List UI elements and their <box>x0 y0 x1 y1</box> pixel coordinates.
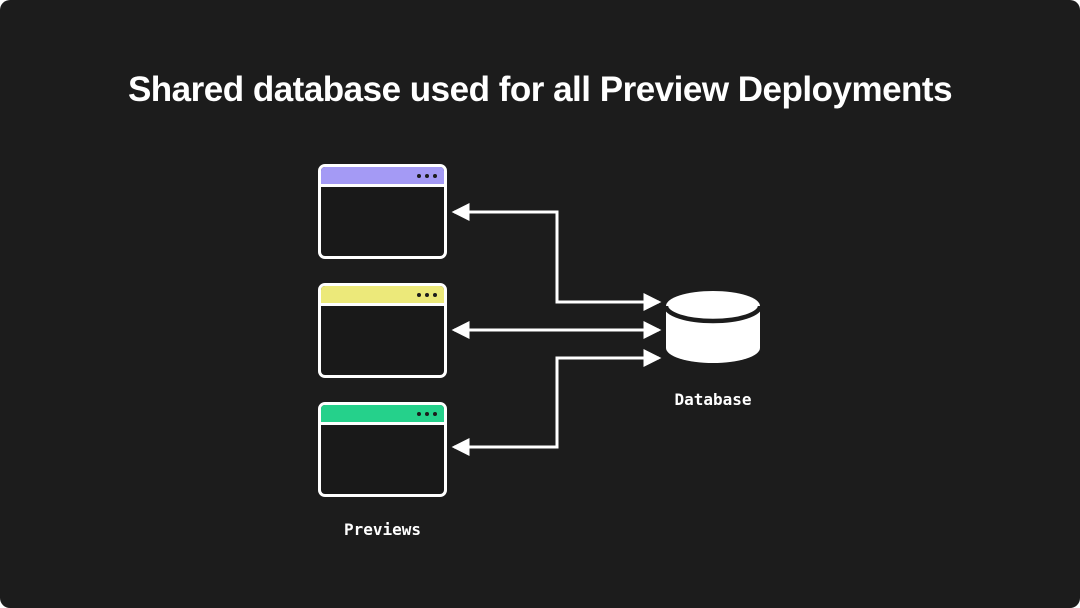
preview-window-3 <box>318 402 447 497</box>
window-dot-icon <box>425 411 429 416</box>
page-title: Shared database used for all Preview Dep… <box>127 70 953 109</box>
window-body <box>321 187 444 256</box>
window-dot-icon <box>433 292 437 297</box>
window-titlebar <box>321 405 444 425</box>
preview-window-1 <box>318 164 447 259</box>
previews-label: Previews <box>343 520 422 539</box>
window-titlebar <box>321 167 444 187</box>
database-icon <box>663 291 763 363</box>
window-body <box>321 306 444 375</box>
window-body <box>321 425 444 494</box>
preview-window-2 <box>318 283 447 378</box>
arrow-preview3-database <box>451 349 662 456</box>
window-dot-icon <box>425 292 429 297</box>
window-dot-icon <box>425 173 429 178</box>
window-dot-icon <box>433 411 437 416</box>
database-label: Database <box>674 390 752 409</box>
arrow-preview1-database <box>451 203 662 311</box>
window-dot-icon <box>417 292 421 297</box>
window-dot-icon <box>433 173 437 178</box>
window-dot-icon <box>417 411 421 416</box>
window-dot-icon <box>417 173 421 178</box>
window-titlebar <box>321 286 444 306</box>
